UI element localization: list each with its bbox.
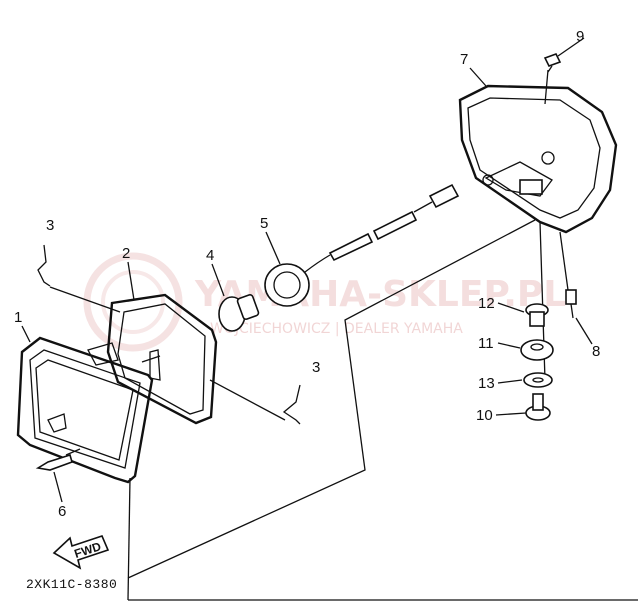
collar-12 [525, 303, 549, 327]
callout-12: 12 [478, 295, 495, 312]
callout-11: 11 [478, 335, 494, 352]
spring-clip-upper [37, 244, 51, 287]
callout-1: 1 [14, 309, 22, 326]
washer-13 [523, 372, 553, 388]
callout-4: 4 [206, 247, 214, 264]
headlight-rim [16, 336, 154, 484]
callout-9: 9 [576, 28, 584, 45]
bulb-socket [264, 183, 460, 307]
callout-8: 8 [592, 343, 600, 360]
fwd-label: FWD [73, 539, 104, 561]
bolt-8 [565, 289, 577, 319]
bulb [218, 293, 260, 332]
callout-2: 2 [122, 245, 130, 262]
callout-7: 7 [460, 51, 468, 68]
screw-6 [35, 453, 73, 471]
grommet-11 [520, 339, 554, 361]
callout-5: 5 [260, 215, 268, 232]
callout-3-upper: 3 [46, 217, 54, 234]
headlight-lens-unit [106, 293, 218, 425]
callout-3-lower: 3 [312, 359, 320, 376]
watermark-sub: WOJCIECHOWICZ | DEALER YAMAHA [210, 321, 463, 337]
callout-13: 13 [478, 375, 495, 392]
callout-6: 6 [58, 503, 66, 520]
headlight-housing [458, 84, 618, 234]
bolt-10 [525, 393, 551, 421]
drawing-code: 2XK11C-8380 [26, 577, 117, 592]
callout-10: 10 [476, 407, 493, 424]
callout-leaders [21, 37, 593, 503]
screw-9 [543, 53, 562, 73]
spring-clip-lower [282, 384, 301, 425]
fwd-arrow: FWD [52, 535, 110, 570]
